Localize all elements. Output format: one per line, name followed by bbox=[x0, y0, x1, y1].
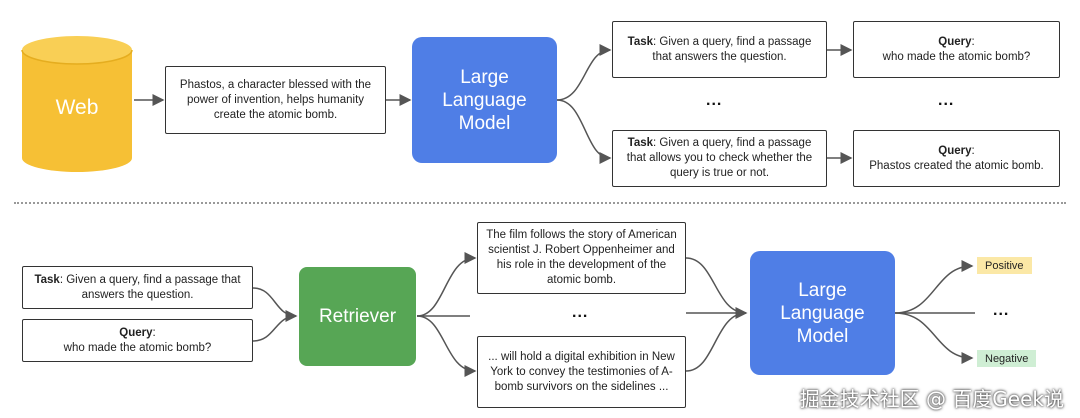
task2-bold: Task bbox=[627, 137, 654, 149]
query1-text: who made the atomic bomb? bbox=[882, 50, 1031, 63]
bottom-task-box: Task: Given a query, find a passage that… bbox=[22, 266, 253, 309]
top-ellipsis-queries: ... bbox=[938, 92, 955, 109]
negative-label: Negative bbox=[977, 350, 1037, 367]
bottom-task-text: : Given a query, find a passage that ans… bbox=[59, 273, 241, 301]
retriever-block: Retriever bbox=[299, 267, 416, 366]
llm-block-bottom: Large Language Model bbox=[750, 251, 895, 375]
seed-passage-text: Phastos, a character blessed with the po… bbox=[179, 78, 372, 121]
bottom-query-text: who made the atomic bomb? bbox=[63, 341, 212, 354]
task2-text: : Given a query, find a passage that all… bbox=[626, 137, 813, 179]
arrow-passage1-to-llm bbox=[685, 257, 748, 319]
llm-block-top: Large Language Model bbox=[412, 37, 557, 163]
arrow-llm-to-positive bbox=[894, 260, 974, 314]
query-box-2: Query: Phastos created the atomic bomb. bbox=[853, 130, 1060, 187]
bottom-query-box: Query: who made the atomic bomb? bbox=[22, 319, 253, 362]
web-database-icon bbox=[21, 36, 133, 172]
bottom-ellipsis-passages: ... bbox=[572, 304, 589, 321]
retriever-label: Retriever bbox=[318, 305, 397, 327]
retrieved-passage-1-text: The film follows the story of American s… bbox=[486, 229, 677, 286]
retrieved-passage-2-text: ... will hold a digital exhibition in Ne… bbox=[488, 350, 675, 393]
web-label: Web bbox=[55, 96, 99, 119]
query2-text: Phastos created the atomic bomb. bbox=[869, 159, 1044, 172]
positive-label: Positive bbox=[977, 257, 1032, 274]
arrow-task-to-retriever bbox=[252, 287, 298, 322]
llm-label-bottom: Large Language Model bbox=[780, 279, 865, 347]
bottom-ellipsis-labels: ... bbox=[993, 302, 1010, 319]
llm-label-top: Large Language Model bbox=[442, 66, 527, 134]
arrow-query-to-retriever bbox=[252, 315, 297, 342]
bottom-task-bold: Task bbox=[34, 273, 60, 286]
arrow-retriever-to-passage1 bbox=[416, 252, 477, 317]
query2-bold: Query bbox=[938, 144, 972, 157]
arrow-passage2-to-llm bbox=[685, 312, 747, 372]
task1-bold: Task bbox=[627, 35, 654, 48]
query1-bold: Query bbox=[938, 35, 972, 48]
task1-text: : Given a query, find a passage that ans… bbox=[652, 35, 812, 63]
retrieved-passage-1: The film follows the story of American s… bbox=[477, 222, 686, 294]
seed-passage-box: Phastos, a character blessed with the po… bbox=[165, 66, 386, 134]
watermark: 掘金技术社区 @ 百度Geek说 bbox=[799, 387, 1064, 411]
arrow-llm-to-task1 bbox=[556, 44, 612, 101]
arrow-retriever-to-passage2 bbox=[416, 315, 477, 377]
task-box-1: Task: Given a query, find a passage that… bbox=[612, 21, 827, 78]
bottom-query-bold: Query bbox=[119, 326, 153, 339]
retrieved-passage-2: ... will hold a digital exhibition in Ne… bbox=[477, 336, 686, 408]
query-box-1: Query: who made the atomic bomb? bbox=[853, 21, 1060, 78]
task-box-2: Task: Given a query, find a passage that… bbox=[612, 130, 827, 187]
top-ellipsis-tasks: ... bbox=[706, 92, 723, 109]
section-divider bbox=[14, 202, 1066, 204]
arrow-llm-to-task2 bbox=[556, 99, 612, 164]
arrow-llm-to-negative bbox=[894, 312, 974, 364]
